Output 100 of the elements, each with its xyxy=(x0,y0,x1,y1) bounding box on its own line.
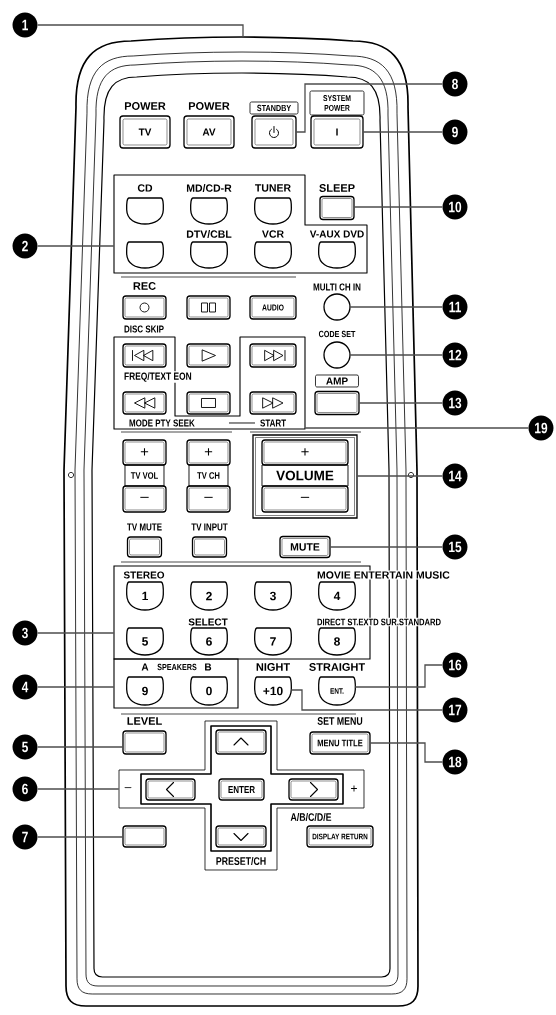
button: I xyxy=(310,115,364,149)
function-label: V-AUX DVD xyxy=(309,230,364,238)
leader-line xyxy=(369,742,443,763)
button: TV xyxy=(119,115,171,149)
button: ENT. xyxy=(318,676,356,706)
leader-line xyxy=(304,427,529,429)
leader-line xyxy=(37,24,244,38)
function-label: PRESET/CH xyxy=(216,856,266,866)
function-label: CD xyxy=(137,184,153,192)
function-label: REC xyxy=(133,282,156,290)
callout-number: 13 xyxy=(442,390,468,416)
function-label: NIGHT xyxy=(256,663,290,671)
leader-line xyxy=(290,689,443,711)
leader-line xyxy=(353,206,443,208)
function-label: DTV/CBL xyxy=(186,230,232,238)
button: 7 xyxy=(254,627,292,656)
label-box: VOLUME xyxy=(261,464,349,487)
label-box: TV CH xyxy=(188,464,229,487)
group-frame xyxy=(113,336,306,430)
group-frame xyxy=(252,434,358,519)
function-label: VCR xyxy=(262,230,284,238)
label-plate: AMP xyxy=(315,374,359,388)
callout-number: 9 xyxy=(442,119,468,145)
function-label: LEVEL xyxy=(127,717,162,725)
callout-number: 15 xyxy=(442,534,468,560)
function-label: MODE PTY SEEK xyxy=(129,419,195,427)
function-label: MULTI CH IN xyxy=(313,283,361,291)
function-label: POWER xyxy=(124,102,166,110)
leader-line xyxy=(37,836,124,838)
callout-number: 8 xyxy=(442,71,468,97)
function-label: START xyxy=(260,419,286,427)
leader-line xyxy=(37,746,124,748)
button xyxy=(126,241,164,269)
leader-line xyxy=(295,83,443,133)
callout-number: 3 xyxy=(12,620,38,646)
callout-number: 5 xyxy=(12,734,38,760)
leader-line xyxy=(354,664,443,688)
leader-line xyxy=(37,788,120,790)
sign-label: – xyxy=(124,787,132,789)
callout-number: 2 xyxy=(12,233,38,259)
button: AV xyxy=(183,115,235,149)
function-label: A xyxy=(141,663,149,671)
leader-line xyxy=(329,546,443,548)
group-frame xyxy=(113,174,368,274)
button: + xyxy=(186,439,231,466)
label-plate: STANDBY xyxy=(249,101,299,115)
function-label: TV INPUT xyxy=(191,523,228,531)
callout-number: 14 xyxy=(442,463,468,489)
button: 2 xyxy=(190,581,228,611)
button: 0 xyxy=(190,676,228,706)
callout-number: 4 xyxy=(12,674,38,700)
button: – xyxy=(261,485,349,513)
button: + xyxy=(261,439,349,466)
callout-number: 12 xyxy=(442,342,468,368)
callout-number: 7 xyxy=(12,824,38,850)
callout-number: 6 xyxy=(12,776,38,802)
callout-number: 10 xyxy=(442,194,468,220)
function-label: SELECT xyxy=(188,618,228,626)
leader-line xyxy=(358,402,443,404)
function-label: SPEAKERS xyxy=(157,663,197,671)
button: 9 xyxy=(126,676,164,706)
function-label: MD/CD-R xyxy=(186,184,232,192)
leader-line xyxy=(349,306,443,308)
leader-line xyxy=(356,475,443,477)
leader-line xyxy=(349,354,443,356)
button xyxy=(122,825,167,848)
function-label: MOVIE ENTERTAIN MUSIC xyxy=(316,570,451,580)
button: AUDIO xyxy=(249,295,297,320)
label-plate: SYSTEM POWER xyxy=(309,90,365,116)
function-label: STRAIGHT xyxy=(309,663,365,671)
function-label: STEREO xyxy=(123,571,165,579)
callout-number: 16 xyxy=(442,652,468,678)
function-label: DIRECT ST.EXTD SUR.STANDARD xyxy=(316,617,442,627)
label-box: TV VOL xyxy=(124,464,165,487)
callout-number: 11 xyxy=(442,294,468,320)
function-label: SLEEP xyxy=(319,184,355,192)
function-label: FREQ/TEXT EON xyxy=(123,371,193,383)
function-label: SET MENU xyxy=(317,717,363,725)
function-label: DISC SKIP xyxy=(124,325,164,333)
button: + xyxy=(122,439,167,466)
button: MENU TITLE xyxy=(309,731,371,755)
function-label: TV MUTE xyxy=(127,523,162,531)
button: ENTER xyxy=(218,778,265,801)
function-label: CODE SET xyxy=(318,330,356,338)
sign-label: + xyxy=(351,785,357,792)
leader-line xyxy=(37,245,115,247)
function-label: TUNER xyxy=(255,184,291,192)
button: 3 xyxy=(254,581,292,611)
callout-number: 17 xyxy=(442,697,468,723)
group-frame xyxy=(113,658,239,709)
button: 5 xyxy=(126,627,164,656)
leader-line xyxy=(37,686,115,688)
button: 8 xyxy=(318,627,356,656)
button: +10 xyxy=(254,676,292,706)
button: MUTE xyxy=(279,535,331,559)
callout-number: 1 xyxy=(12,12,38,38)
callout-number: 18 xyxy=(442,749,468,775)
function-label: POWER xyxy=(188,102,230,110)
button: DISPLAY RETURN xyxy=(306,825,374,848)
button: – xyxy=(186,485,231,513)
